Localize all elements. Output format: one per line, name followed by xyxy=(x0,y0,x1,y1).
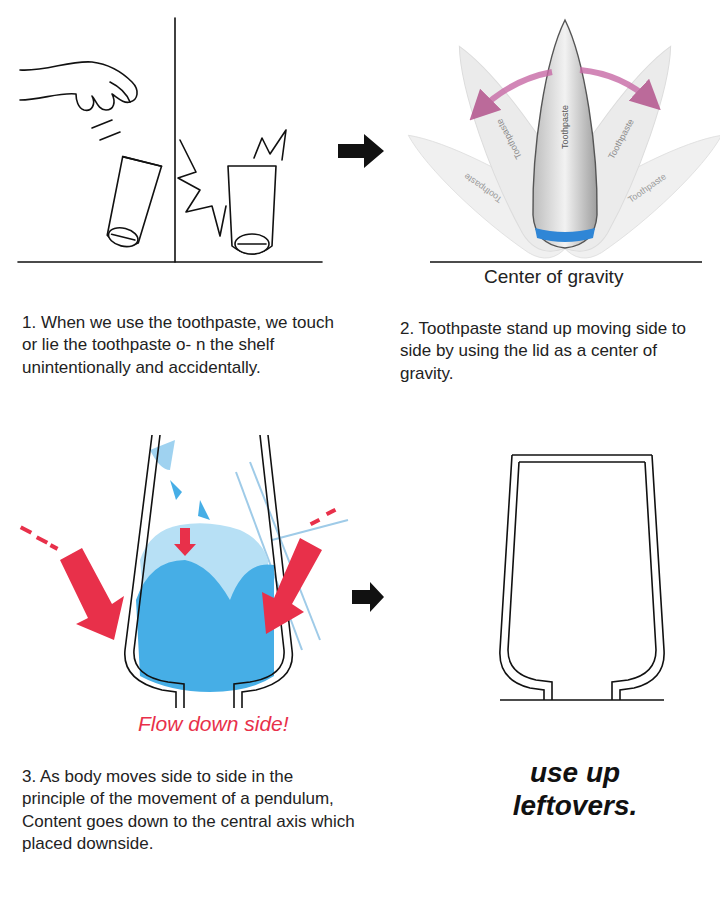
panel-three xyxy=(20,435,664,708)
step-caption: 3. As body moves side to side in the pri… xyxy=(22,766,357,856)
flow-label: Flow down side! xyxy=(138,712,358,736)
step-caption: 1. When we use the toothpaste, we touch … xyxy=(22,312,342,379)
tube-label: Toothpaste xyxy=(560,105,570,149)
step-caption: 2. Toothpaste stand up moving side to si… xyxy=(400,318,710,385)
axis-label: Center of gravity xyxy=(484,266,684,288)
next-arrow xyxy=(352,582,384,612)
next-arrow xyxy=(338,134,384,168)
panel-one xyxy=(18,18,322,262)
result-label: use up leftovers. xyxy=(470,756,680,822)
panel-two xyxy=(393,20,720,269)
